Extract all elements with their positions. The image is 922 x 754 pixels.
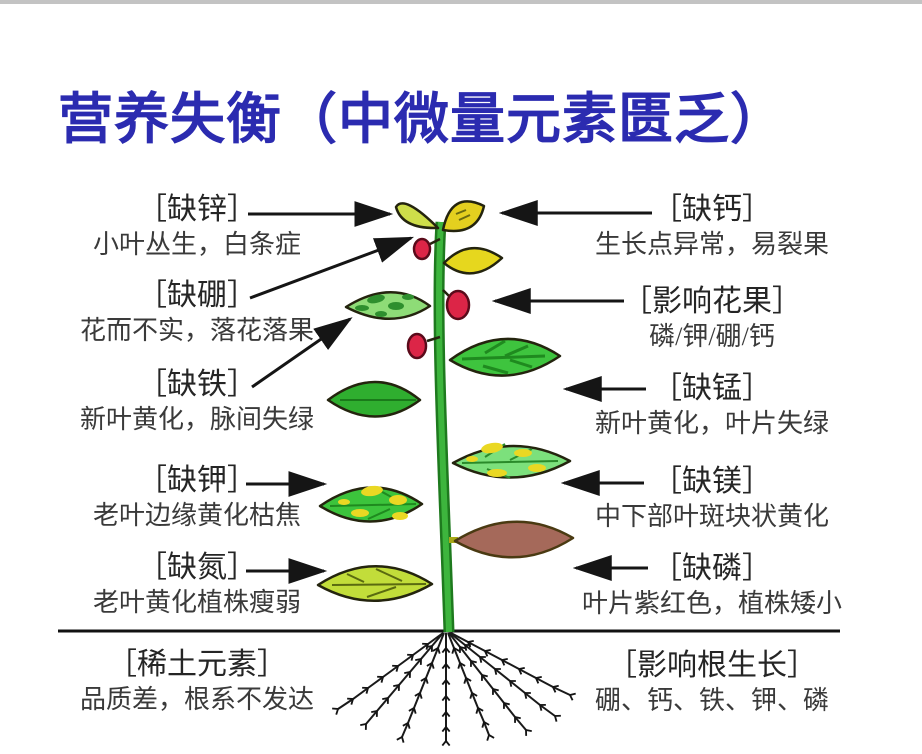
label-flower-fruit-name: ［影响花果］ <box>622 285 802 318</box>
leaf-nitrogen-yellow-green <box>316 565 434 602</box>
leaf-yellow-upper-right <box>442 246 504 275</box>
leaf-shoot-tip-right <box>441 200 486 233</box>
label-boron-name: ［缺硼］ <box>137 279 257 312</box>
leaf-phosphorus-brown <box>449 520 575 559</box>
stem <box>433 221 455 633</box>
label-rare-earth-desc: 品质差，根系不发达 <box>79 685 314 714</box>
label-magnesium: ［缺镁］ 中下部叶斑块状黄化 <box>562 464 862 532</box>
leaf-green-veined-right <box>448 337 562 377</box>
label-phosphorus-desc: 叶片紫红色，植株矮小 <box>581 589 842 618</box>
label-manganese-desc: 新叶黄化，叶片失绿 <box>594 409 829 438</box>
label-calcium: ［缺钙］ 生长点异常，易裂果 <box>562 192 862 260</box>
label-root-growth-desc: 硼、钙、铁、钾、磷 <box>594 686 829 715</box>
label-phosphorus-name: ［缺磷］ <box>652 552 772 585</box>
fruit-top <box>412 237 432 261</box>
label-potassium-desc: 老叶边缘黄化枯焦 <box>92 501 301 530</box>
label-flower-fruit: ［影响花果］ 磷/钾/硼/钙 <box>562 284 862 352</box>
label-flower-fruit-desc: 磷/钾/硼/钙 <box>649 322 775 351</box>
label-zinc-desc: 小叶丛生，白条症 <box>92 230 301 259</box>
leaf-potassium-spotted <box>318 485 424 523</box>
label-calcium-desc: 生长点异常，易裂果 <box>594 230 829 259</box>
top-gray-bar <box>0 0 922 4</box>
leaf-magnesium-blotchy <box>451 442 572 479</box>
label-iron: ［缺铁］ 新叶黄化，脉间失绿 <box>52 367 342 435</box>
label-phosphorus: ［缺磷］ 叶片紫红色，植株矮小 <box>562 551 862 619</box>
label-iron-name: ［缺铁］ <box>137 368 257 401</box>
roots <box>332 632 576 747</box>
fruits <box>406 237 471 360</box>
label-root-growth-name: ［影响根生长］ <box>607 649 817 682</box>
label-manganese: ［缺锰］ 新叶黄化，叶片失绿 <box>562 371 862 439</box>
leaf-shoot-tip-left <box>394 202 440 230</box>
label-boron: ［缺硼］ 花而不实，落花落果 <box>52 278 342 346</box>
label-nitrogen: ［缺氮］ 老叶黄化植株瘦弱 <box>52 550 342 618</box>
arrow-boron <box>249 236 415 300</box>
label-zinc-name: ［缺锌］ <box>137 193 257 226</box>
fruit-middle <box>445 289 471 321</box>
label-zinc: ［缺锌］ 小叶丛生，白条症 <box>52 192 342 260</box>
label-iron-desc: 新叶黄化，脉间失绿 <box>79 405 314 434</box>
fruit-lower <box>406 332 428 360</box>
label-manganese-name: ［缺锰］ <box>652 372 772 405</box>
label-nitrogen-desc: 老叶黄化植株瘦弱 <box>92 588 301 617</box>
leaf-iron-chlorosis <box>344 291 432 320</box>
label-nitrogen-name: ［缺氮］ <box>137 551 257 584</box>
leaf-dark-green-left <box>326 380 422 418</box>
arrow-iron <box>251 317 353 389</box>
label-potassium: ［缺钾］ 老叶边缘黄化枯焦 <box>52 463 342 531</box>
label-boron-desc: 花而不实，落花落果 <box>79 316 314 345</box>
label-rare-earth: ［稀土元素］ 品质差，根系不发达 <box>52 647 342 715</box>
label-root-growth: ［影响根生长］ 硼、钙、铁、钾、磷 <box>562 648 862 716</box>
label-calcium-name: ［缺钙］ <box>652 193 772 226</box>
label-magnesium-name: ［缺镁］ <box>652 465 772 498</box>
label-potassium-name: ［缺钾］ <box>137 464 257 497</box>
page-title: 营养失衡（中微量元素匮乏） <box>58 88 787 150</box>
label-rare-earth-name: ［稀土元素］ <box>107 648 287 681</box>
label-magnesium-desc: 中下部叶斑块状黄化 <box>594 502 829 531</box>
